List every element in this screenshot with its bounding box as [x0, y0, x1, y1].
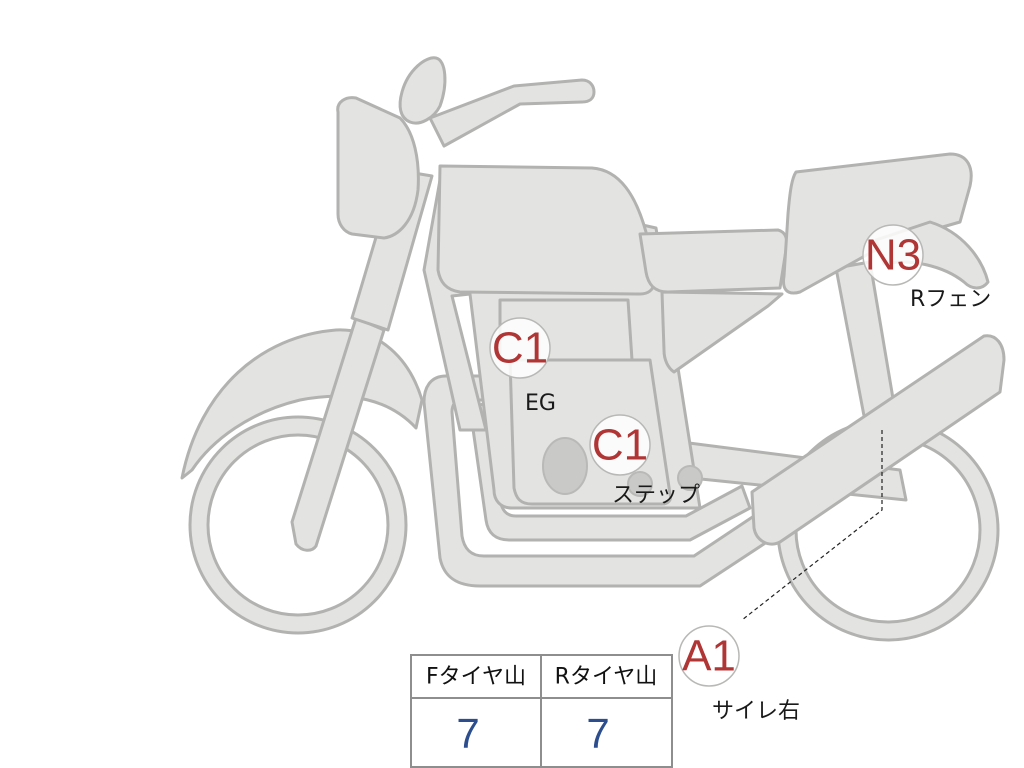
marker-rear-fender: N3 Rフェン — [862, 224, 991, 312]
fuel-tank — [436, 164, 656, 296]
rear-tire-header: Rタイヤ山 — [555, 665, 658, 690]
marker-code: A1 — [682, 632, 736, 681]
front-tire-header: Fタイヤ山 — [426, 665, 526, 690]
marker-code: C1 — [492, 324, 548, 373]
marker-code: N3 — [865, 231, 921, 280]
side-cover — [660, 290, 784, 374]
tire-tread-table: Fタイヤ山 Rタイヤ山 7 7 — [410, 654, 673, 768]
marker-muffler-right: A1 サイレ右 — [678, 625, 800, 724]
marker-engine: C1 EG — [489, 317, 556, 416]
marker-label: ステップ — [612, 483, 700, 508]
speedometer — [398, 56, 447, 125]
foot-peg-front — [627, 471, 653, 497]
headlight — [336, 96, 420, 240]
seat — [782, 152, 973, 295]
muffler — [750, 334, 1006, 546]
marker-step: C1 ステップ — [589, 414, 700, 508]
marker-label: EG — [525, 391, 556, 416]
rear-tire-value: 7 — [586, 710, 609, 757]
foot-peg-rear — [677, 465, 703, 491]
muffler-leader-line — [741, 430, 883, 621]
front-fork — [290, 316, 386, 552]
seat-front — [638, 228, 789, 294]
marker-label: サイレ右 — [712, 699, 800, 724]
marker-code: C1 — [592, 421, 648, 470]
front-tire-value: 7 — [456, 710, 479, 757]
marker-label: Rフェン — [910, 287, 991, 312]
handlebar — [428, 78, 596, 148]
